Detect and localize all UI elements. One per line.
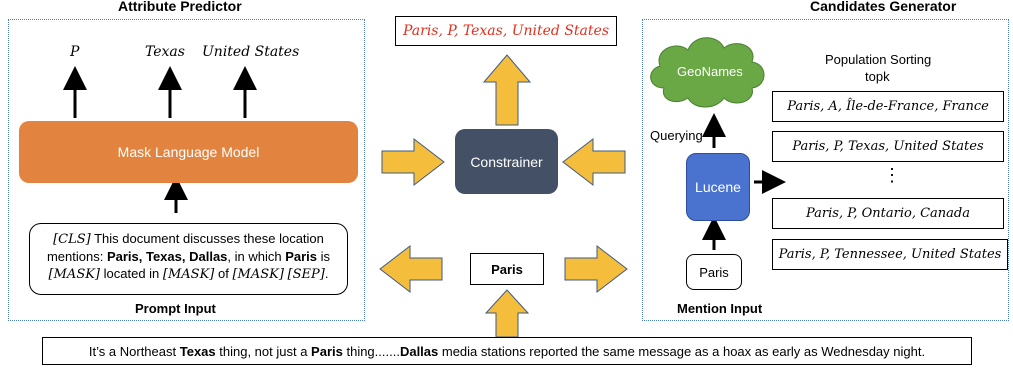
prompt-line2-paris: Paris: [285, 249, 318, 264]
prompt-sep-token: [SEP]: [287, 267, 325, 282]
candidate-2: Paris, P, Texas, United States: [772, 131, 1004, 162]
block-arrow-up-from-sentence: [484, 289, 530, 338]
block-arrow-to-left: [379, 244, 443, 294]
sentence-texas: Texas: [179, 343, 216, 359]
prompt-mask-3: [MASK]: [232, 267, 284, 282]
population-sorting-label: Population Sorting: [825, 52, 932, 67]
source-sentence-box: It’s a Northeast Texas thing, not just a…: [42, 337, 972, 365]
prompt-mask-2: [MASK]: [162, 267, 215, 282]
candidate-4: Paris, P, Tennessee, United States: [772, 239, 1008, 270]
prompt-line3-t4: .: [324, 266, 329, 281]
candidate-3: Paris, P, Ontario, Canada: [772, 198, 1004, 229]
candidates-generator-panel: [642, 19, 1009, 321]
sentence-part-3: thing.......: [342, 343, 400, 359]
prompt-line2-post: is: [317, 249, 331, 264]
block-arrow-to-right: [564, 244, 628, 294]
output-p: P: [70, 44, 80, 60]
prompt-line2-mentions: Paris, Texas, Dallas: [106, 249, 228, 264]
prompt-line2-pre: mentions:: [46, 249, 107, 264]
paris-mention-box: Paris: [470, 253, 544, 285]
prompt-line2-mid: , in which: [227, 249, 286, 264]
sentence-part-1: It’s a Northeast: [88, 343, 180, 359]
candidate-ellipsis: ⋮: [883, 165, 901, 185]
candidates-generator-title: Candidates Generator: [810, 0, 957, 14]
mention-input-box: Paris: [686, 254, 742, 290]
constrained-output-box: Paris, P, Texas, United States: [395, 16, 617, 46]
block-arrow-up-output: [482, 54, 532, 126]
mask-language-model-box: Mask Language Model: [19, 121, 358, 183]
querying-label: Querying: [650, 128, 703, 143]
sentence-part-4: media stations reported the same message…: [438, 343, 926, 359]
candidate-1: Paris, A, Île-de-France, France: [772, 91, 1004, 122]
constrainer-box: Constrainer: [455, 129, 558, 194]
block-arrow-from-left: [381, 137, 445, 187]
attribute-predictor-title: Attribute Predictor: [118, 0, 242, 14]
prompt-mask-1: [MASK]: [48, 267, 101, 282]
geonames-label: GeoNames: [677, 64, 743, 79]
geonames-cloud: [650, 37, 765, 108]
prompt-line3-t1: located in: [100, 266, 163, 281]
block-arrow-from-right: [562, 137, 626, 187]
sentence-part-2: thing, not just a: [215, 343, 312, 359]
prompt-line3-t2: of: [214, 266, 233, 281]
sentence-dallas: Dallas: [399, 343, 439, 359]
lucene-box: Lucene: [686, 153, 750, 221]
output-united-states: United States: [202, 44, 300, 60]
output-texas: Texas: [145, 44, 185, 60]
prompt-input-label: Prompt Input: [135, 301, 216, 316]
mention-input-label: Mention Input: [677, 301, 763, 316]
attribute-predictor-panel: [8, 19, 365, 321]
prompt-cls-token: [CLS]: [53, 232, 91, 247]
prompt-input-box: [CLS] This document discusses these loca…: [29, 223, 348, 295]
topk-label: topk: [865, 69, 890, 84]
prompt-line1: This document discusses these location: [90, 231, 324, 246]
sentence-paris: Paris: [311, 343, 343, 359]
